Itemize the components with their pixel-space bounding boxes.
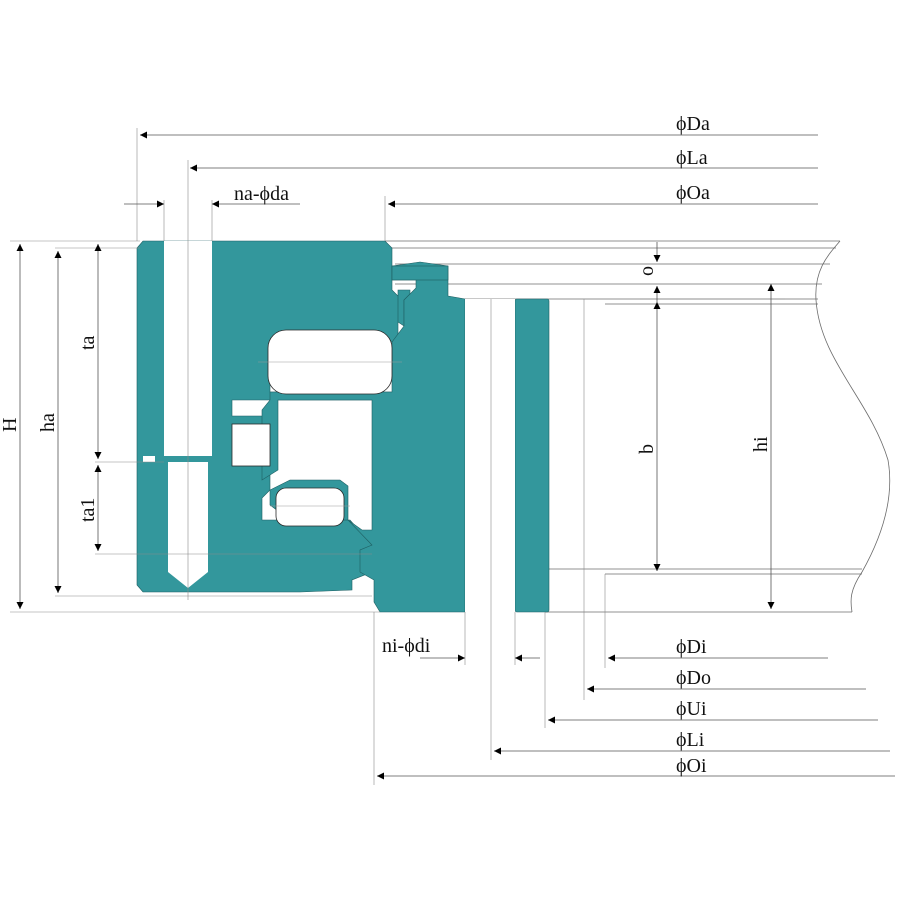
inner-bore [465,299,515,612]
label-Da: ϕDa [676,113,710,135]
label-o: o [636,266,658,276]
label-Oi: ϕOi [676,755,707,777]
label-La: ϕLa [676,147,708,169]
label-ha: ha [37,413,59,432]
radial-roller [231,423,271,467]
outer-ring-gap-top [143,456,155,462]
rollers [231,329,402,527]
lower-roller [275,487,345,527]
label-Li: ϕLi [676,729,705,751]
inner-mounting-ring [514,298,550,613]
dimension-lines [16,131,895,780]
inner-seal-lip [391,265,449,281]
label-hi: hi [750,436,772,452]
extension-lines [10,128,785,785]
label-ni-di: ni-ϕdi [382,635,431,657]
label-Oa: ϕOa [676,182,710,204]
label-ta1: ta1 [77,498,99,522]
label-na-da: na-ϕda [234,183,289,205]
dimension-labels: ϕDa ϕLa ϕOa na-ϕda H ha ta ta1 o b hi ni… [0,113,772,777]
label-Di: ϕDi [676,636,707,658]
label-ta: ta [77,335,99,350]
label-H: H [0,418,21,432]
label-Do: ϕDo [676,667,711,689]
label-b: b [636,444,658,454]
label-Ui: ϕUi [676,698,707,720]
